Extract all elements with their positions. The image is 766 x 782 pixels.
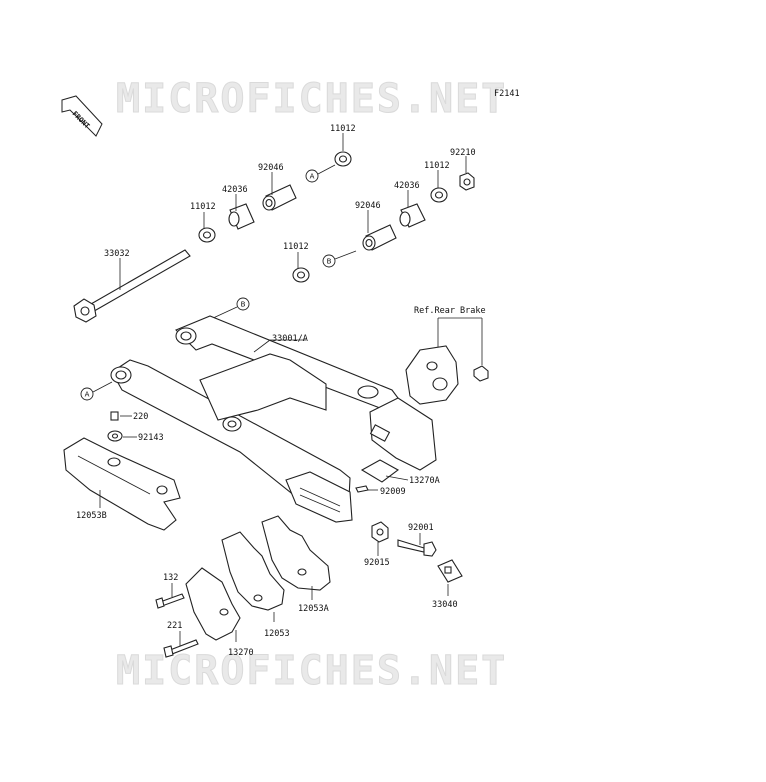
callout-b-arm: B — [241, 301, 246, 309]
label-92046-left: 92046 — [258, 163, 284, 173]
label-12053b: 12053B — [76, 511, 107, 521]
watermark-top: MICROFICHES.NET — [116, 76, 507, 122]
chain-guide-12053b — [63, 437, 181, 531]
label-12053: 12053 — [264, 629, 290, 639]
brake-bracket — [405, 345, 489, 405]
bolt-132 — [155, 593, 185, 609]
label-221: 221 — [167, 621, 182, 631]
front-arrow-icon: FRONT — [61, 95, 103, 137]
label-33032: 33032 — [104, 249, 130, 259]
label-11012-right: 11012 — [424, 161, 450, 171]
label-92210: 92210 — [450, 148, 476, 158]
sleeve-42036-right — [399, 203, 426, 228]
block-33040 — [437, 559, 463, 583]
label-92009: 92009 — [380, 487, 406, 497]
bolt-221 — [163, 639, 199, 658]
bolt-220 — [110, 411, 119, 421]
label-92046-right: 92046 — [355, 201, 381, 211]
label-11012-left: 11012 — [190, 202, 216, 212]
label-13270: 13270 — [228, 648, 254, 658]
label-92015: 92015 — [364, 558, 390, 568]
callout-a-top: A — [310, 173, 315, 181]
label-11012-top: 11012 — [330, 124, 356, 134]
swingarm-33001a — [110, 315, 437, 523]
label-92143: 92143 — [138, 433, 164, 443]
label-42036-right: 42036 — [394, 181, 420, 191]
callout-a-arm: A — [85, 391, 90, 399]
plate-13270a — [360, 459, 400, 483]
washer-92143 — [107, 430, 123, 442]
label-33001a: 33001/A — [272, 334, 308, 344]
callout-b-mid: B — [327, 258, 332, 266]
collar-11012-left — [198, 227, 216, 243]
ref-rear-brake-label: Ref.Rear Brake — [414, 306, 486, 316]
plate-13270 — [185, 567, 241, 641]
bushing-92046-right — [362, 224, 397, 251]
label-42036-left: 42036 — [222, 185, 248, 195]
slider-12053a — [261, 515, 331, 591]
label-132: 132 — [163, 573, 178, 583]
label-13270a: 13270A — [409, 476, 440, 486]
label-92001: 92001 — [408, 523, 434, 533]
watermark-bottom: MICROFICHES.NET — [116, 648, 507, 694]
slider-12053 — [221, 531, 285, 611]
label-33040: 33040 — [432, 600, 458, 610]
screw-92009 — [355, 485, 369, 493]
label-12053a: 12053A — [298, 604, 329, 614]
nut-92015 — [371, 521, 389, 543]
label-220: 220 — [133, 412, 148, 422]
bolt-92001 — [397, 539, 437, 557]
nut-92210 — [459, 172, 475, 191]
label-11012-lower: 11012 — [283, 242, 309, 252]
figure-id: F2141 — [494, 89, 520, 99]
sleeve-42036-left — [228, 203, 255, 230]
collar-11012-right — [430, 187, 448, 203]
bushing-92046-left — [262, 184, 297, 211]
collar-11012-lower — [292, 267, 310, 283]
pivot-shaft-33032 — [73, 249, 191, 323]
collar-11012-top — [334, 151, 352, 167]
